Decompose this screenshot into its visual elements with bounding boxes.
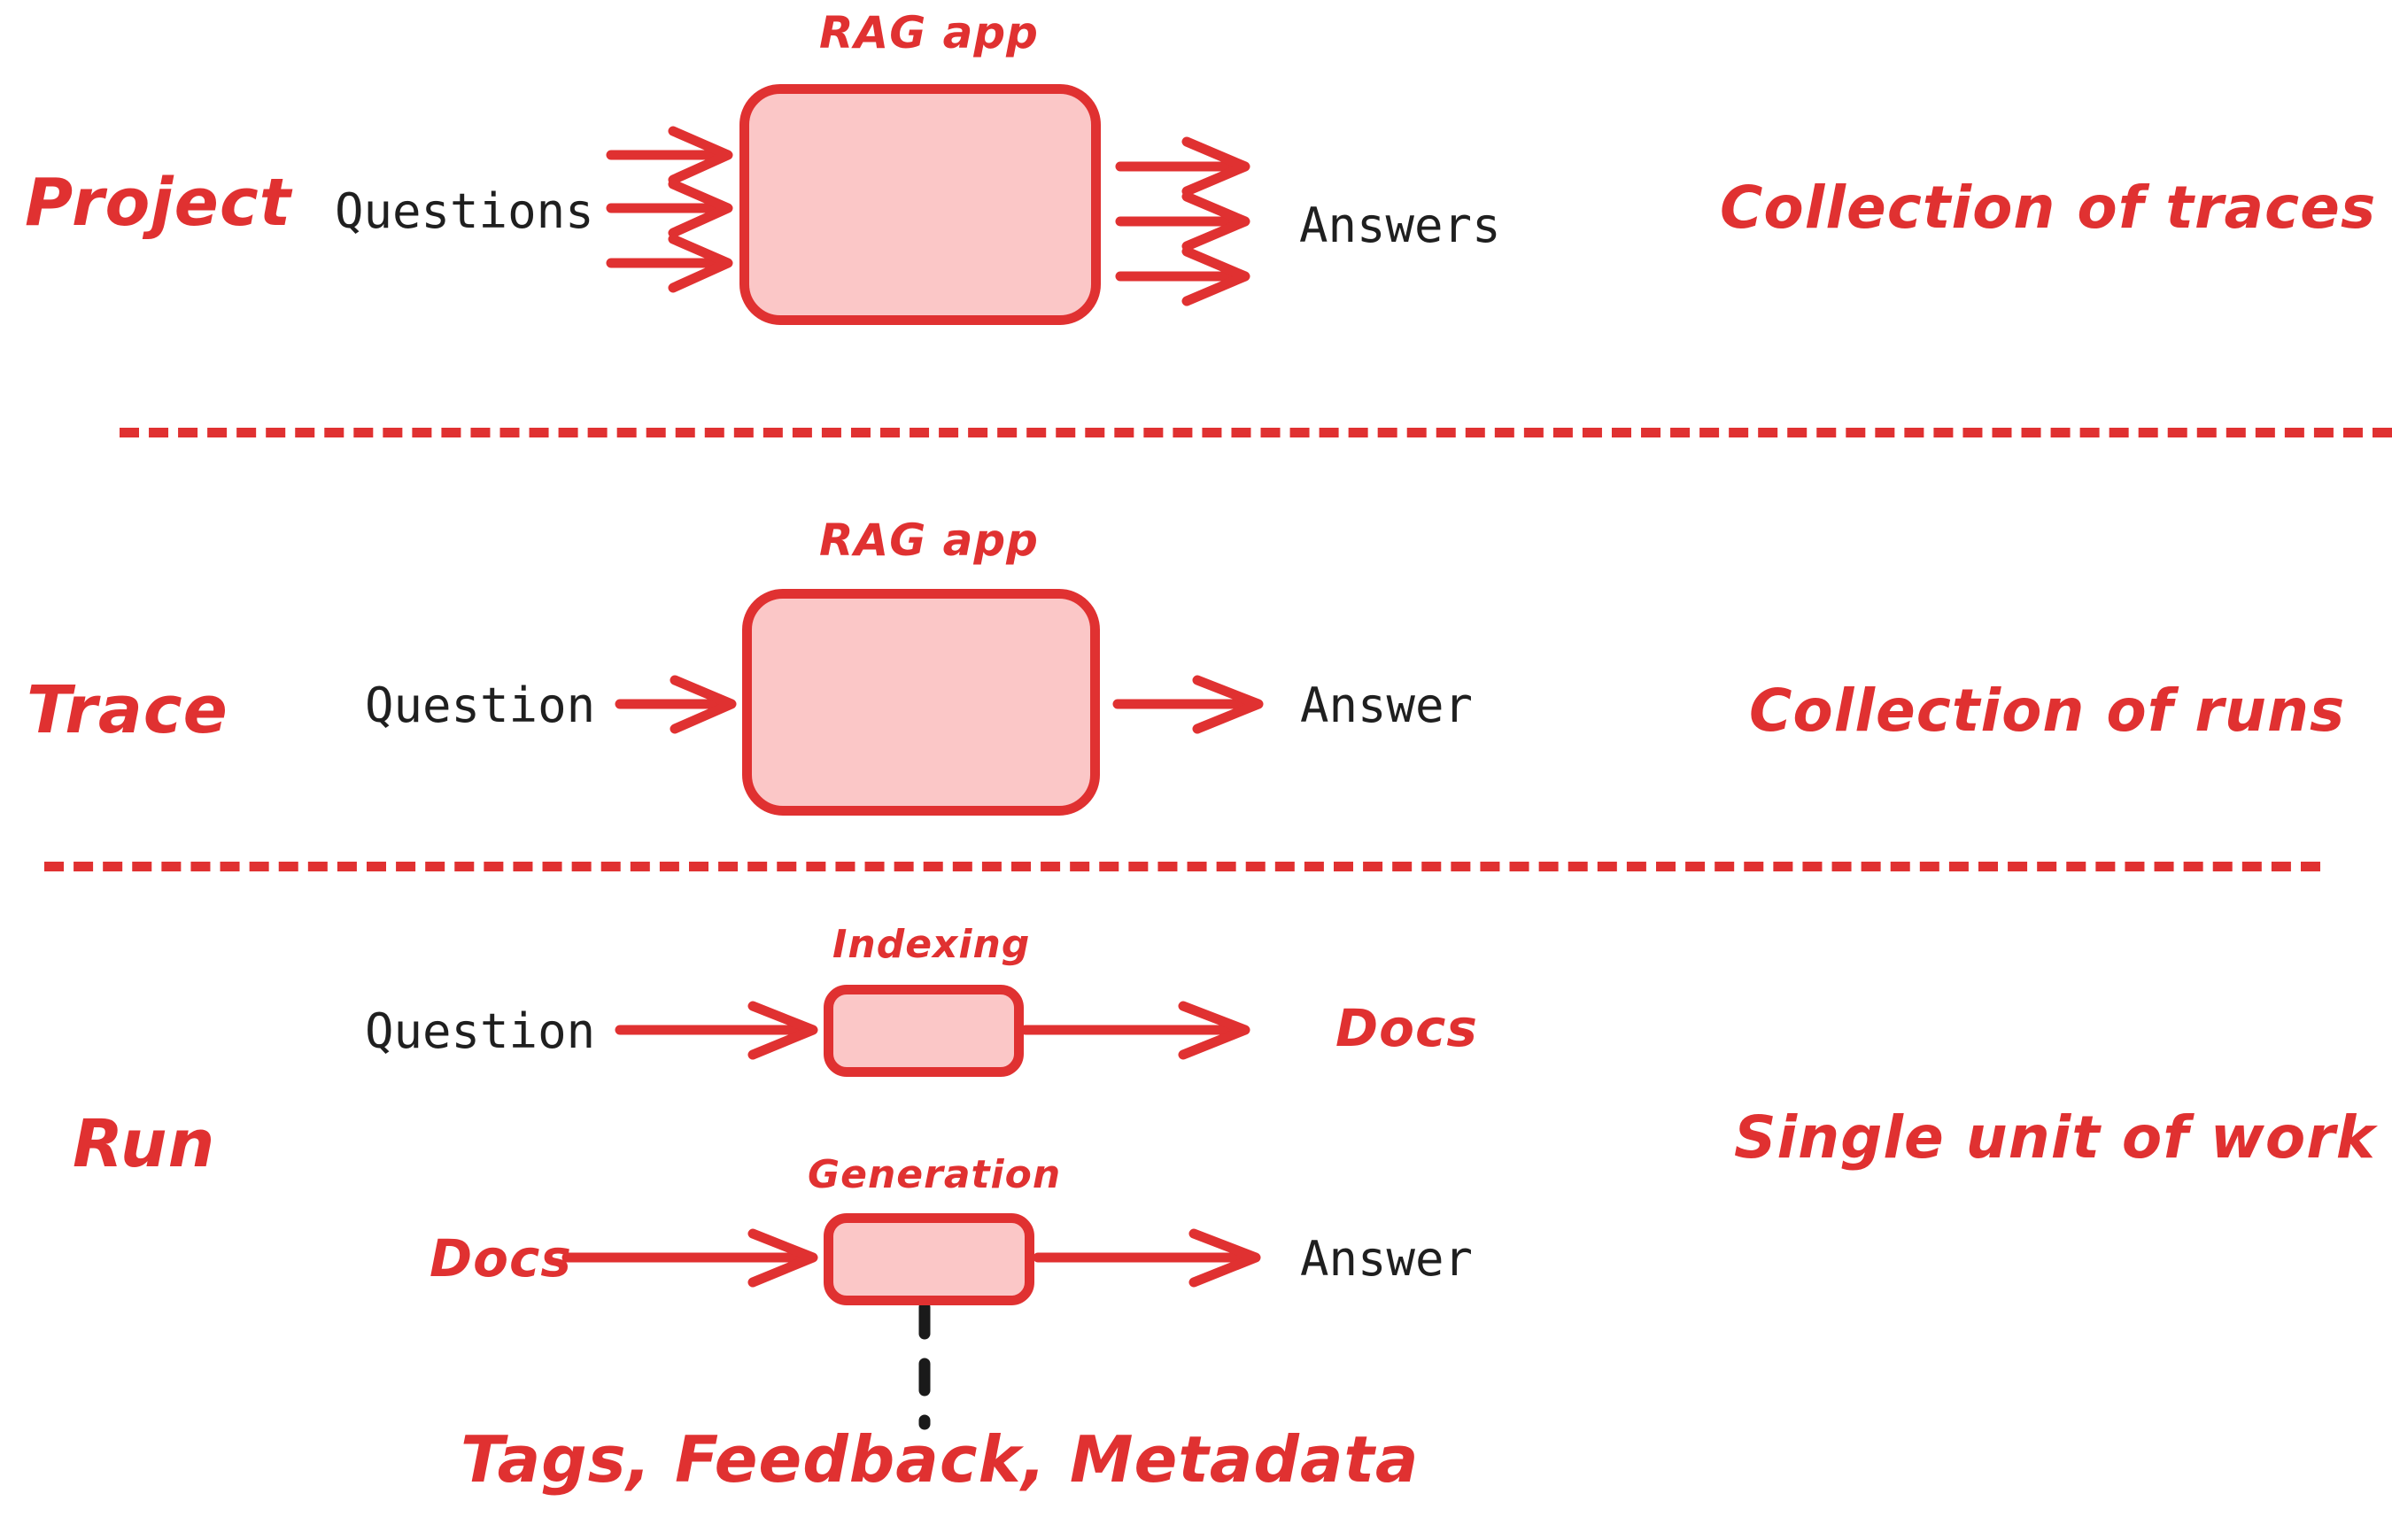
generation-node-caption: Generation <box>808 1152 1062 1197</box>
project-input-label: Questions <box>335 183 594 239</box>
project-output-arrow-1 <box>1115 136 1250 197</box>
indexing-input-label: Question <box>365 1003 596 1059</box>
separator-trace-run <box>44 862 2320 871</box>
project-node-rag-app[interactable] <box>739 84 1101 325</box>
generation-output-label: Answer <box>1300 1231 1474 1287</box>
trace-output-label: Answer <box>1300 677 1474 733</box>
row-label-project: Project <box>25 165 292 241</box>
project-input-arrow-2 <box>606 179 733 238</box>
row-label-trace: Trace <box>27 672 228 748</box>
trace-node-caption: RAG app <box>819 515 1039 566</box>
project-input-arrow-3 <box>606 234 733 293</box>
project-output-arrow-3 <box>1115 246 1250 306</box>
project-input-arrow-1 <box>606 126 733 185</box>
trace-output-arrow <box>1112 675 1264 734</box>
indexing-input-arrow <box>615 1001 818 1060</box>
generation-output-arrow <box>1033 1228 1261 1288</box>
indexing-node-caption: Indexing <box>832 922 1031 967</box>
row-label-run: Run <box>73 1106 216 1182</box>
project-output-arrow-2 <box>1115 191 1250 252</box>
generation-input-arrow <box>561 1228 818 1288</box>
separator-project-trace <box>120 428 2392 437</box>
trace-description: Collection of runs <box>1749 677 2346 745</box>
project-output-label: Answers <box>1299 197 1501 253</box>
generation-input-label: Docs <box>430 1228 572 1288</box>
project-description: Collection of traces <box>1720 174 2377 242</box>
run-description: Single unit of work <box>1734 1103 2376 1172</box>
trace-node-rag-app[interactable] <box>742 589 1100 816</box>
run-attachment-note: Tags, Feedback, Metadata <box>461 1422 1420 1497</box>
trace-input-label: Question <box>365 677 596 733</box>
trace-input-arrow <box>615 675 737 734</box>
indexing-output-label: Docs <box>1335 998 1478 1058</box>
indexing-output-arrow <box>1020 1001 1250 1060</box>
indexing-node[interactable] <box>824 985 1024 1077</box>
project-node-caption: RAG app <box>819 7 1039 58</box>
generation-node[interactable] <box>824 1213 1034 1305</box>
